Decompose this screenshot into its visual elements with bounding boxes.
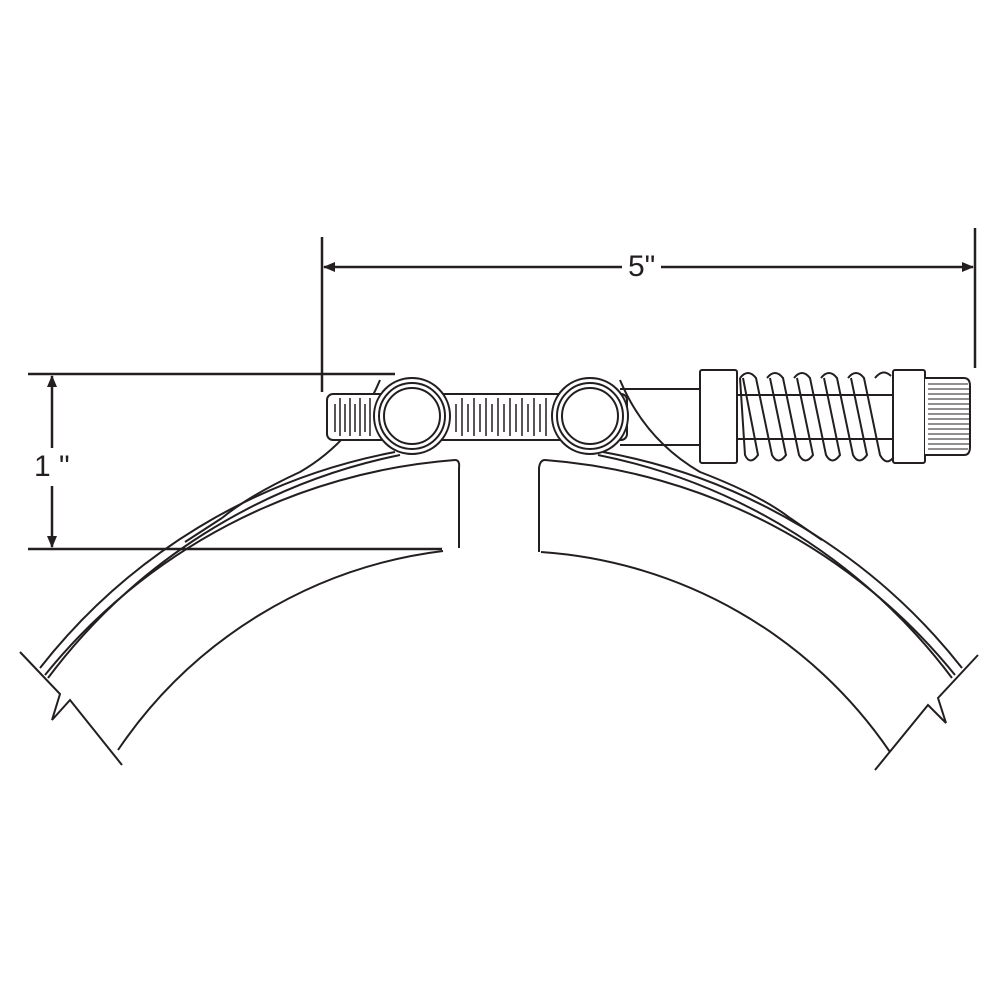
spring xyxy=(739,371,894,463)
pipe-right xyxy=(538,459,979,771)
trunnion-loop-left xyxy=(373,377,451,455)
knurled-end xyxy=(925,377,971,456)
pipe-left xyxy=(19,459,461,766)
trunnion-loop-right xyxy=(551,377,629,455)
height-dimension-label: 1 " xyxy=(34,448,70,486)
bolt-rod xyxy=(620,388,700,446)
clamp-band xyxy=(39,379,963,679)
width-dimension-label: 5" xyxy=(622,252,662,282)
nut-left xyxy=(699,369,738,464)
nut-right xyxy=(892,369,926,464)
